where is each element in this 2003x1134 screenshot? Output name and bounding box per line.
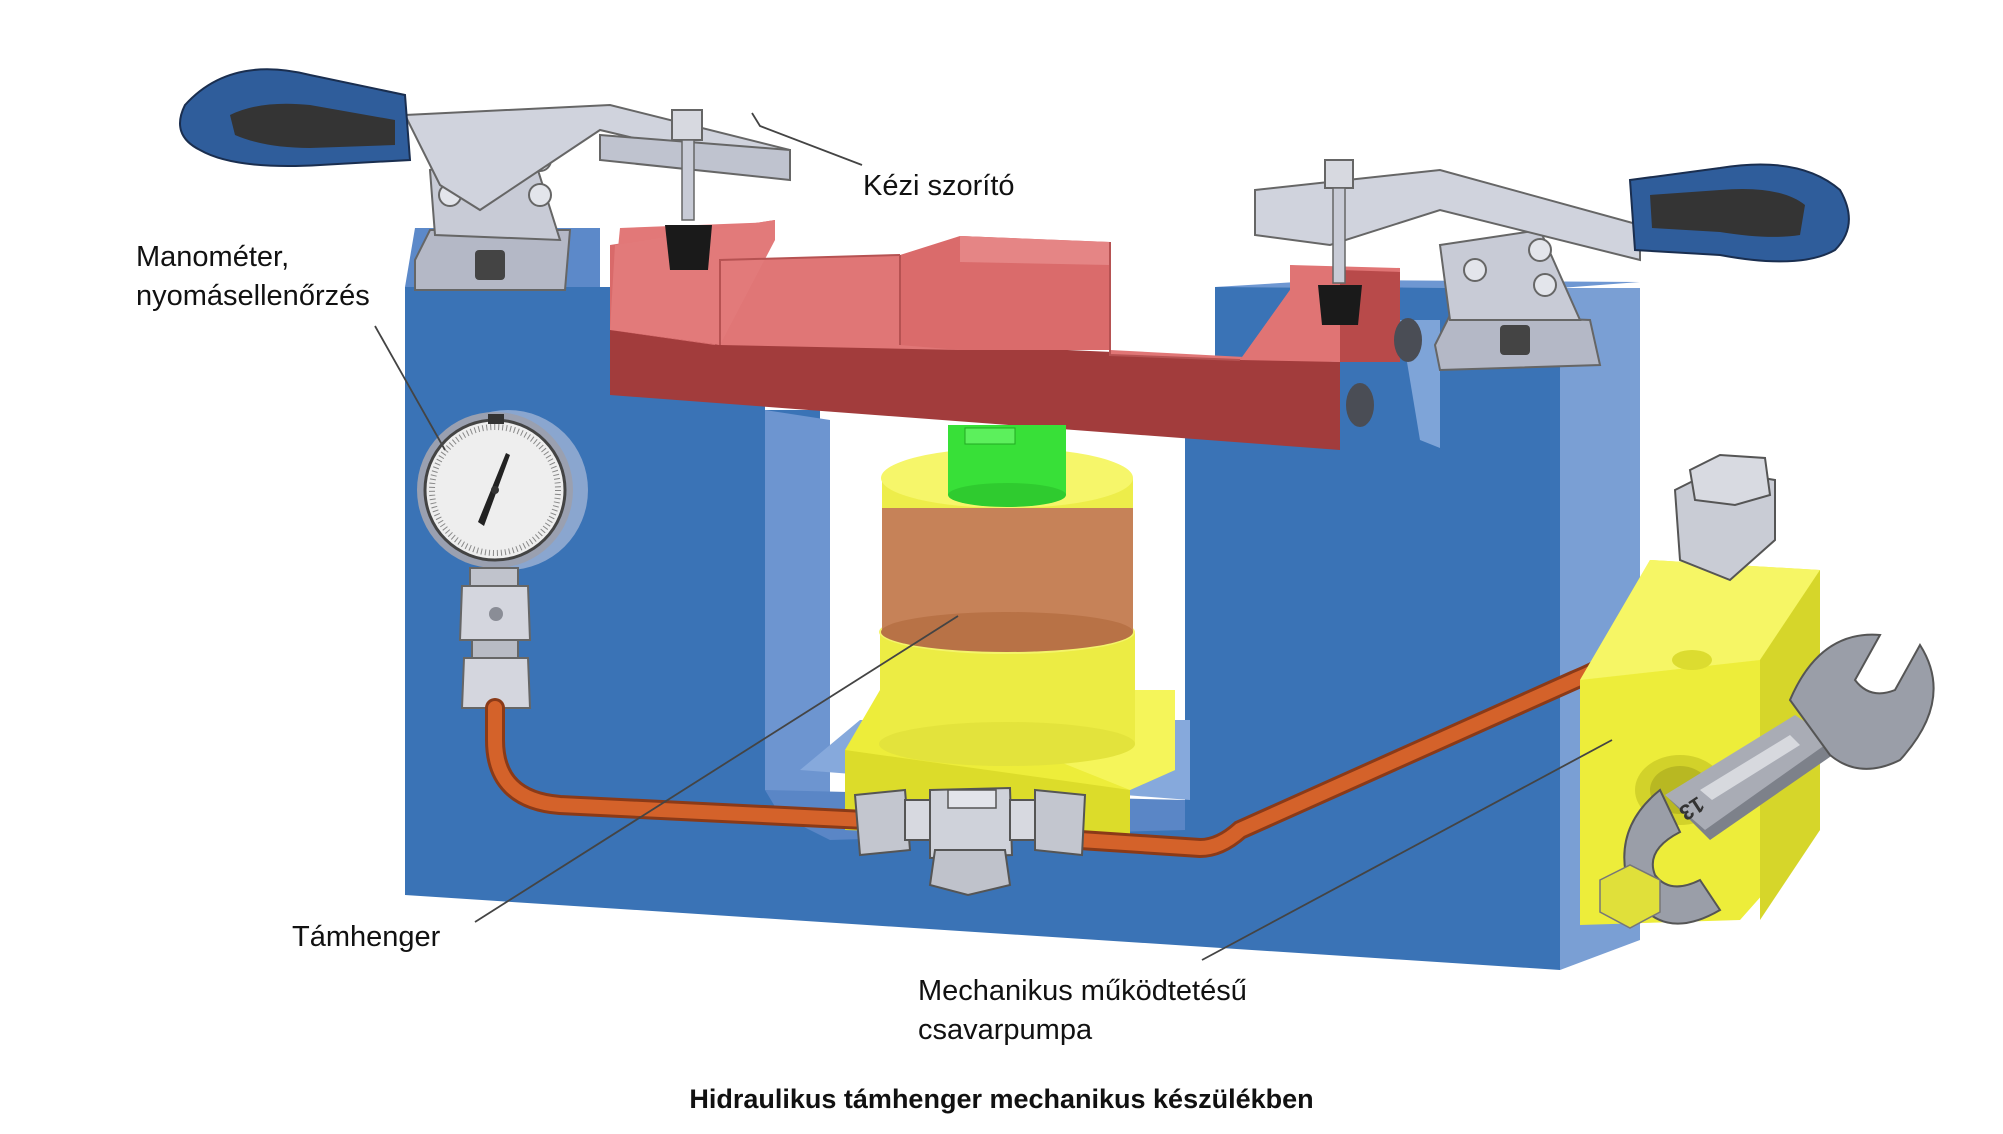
label-clamp: Kézi szorító bbox=[863, 170, 1015, 202]
label-gauge-line2: nyomásellenőrzés bbox=[136, 280, 370, 312]
pressure-gauge bbox=[417, 410, 588, 709]
figure-caption: Hidraulikus támhenger mechanikus készülé… bbox=[689, 1084, 1314, 1114]
screw-pump-block bbox=[1580, 453, 1820, 925]
leader-lines bbox=[374, 112, 1613, 961]
leader-clamp bbox=[751, 112, 863, 166]
label-cylinder: Támhenger bbox=[292, 921, 441, 953]
leader-gauge bbox=[374, 325, 446, 451]
support-cylinder bbox=[845, 425, 1175, 840]
tee-fitting bbox=[853, 786, 1087, 897]
leader-cylinder bbox=[474, 615, 959, 923]
label-pump-line2: csavarpumpa bbox=[918, 1014, 1093, 1046]
label-gauge-line1: Manométer, bbox=[136, 241, 290, 273]
label-pump-line1: Mechanikus működtetésű bbox=[918, 975, 1247, 1007]
right-toggle-clamp bbox=[1254, 159, 1850, 427]
left-toggle-clamp bbox=[179, 68, 791, 291]
wrench: 13 bbox=[1599, 633, 1935, 929]
leader-pump bbox=[1201, 739, 1613, 961]
